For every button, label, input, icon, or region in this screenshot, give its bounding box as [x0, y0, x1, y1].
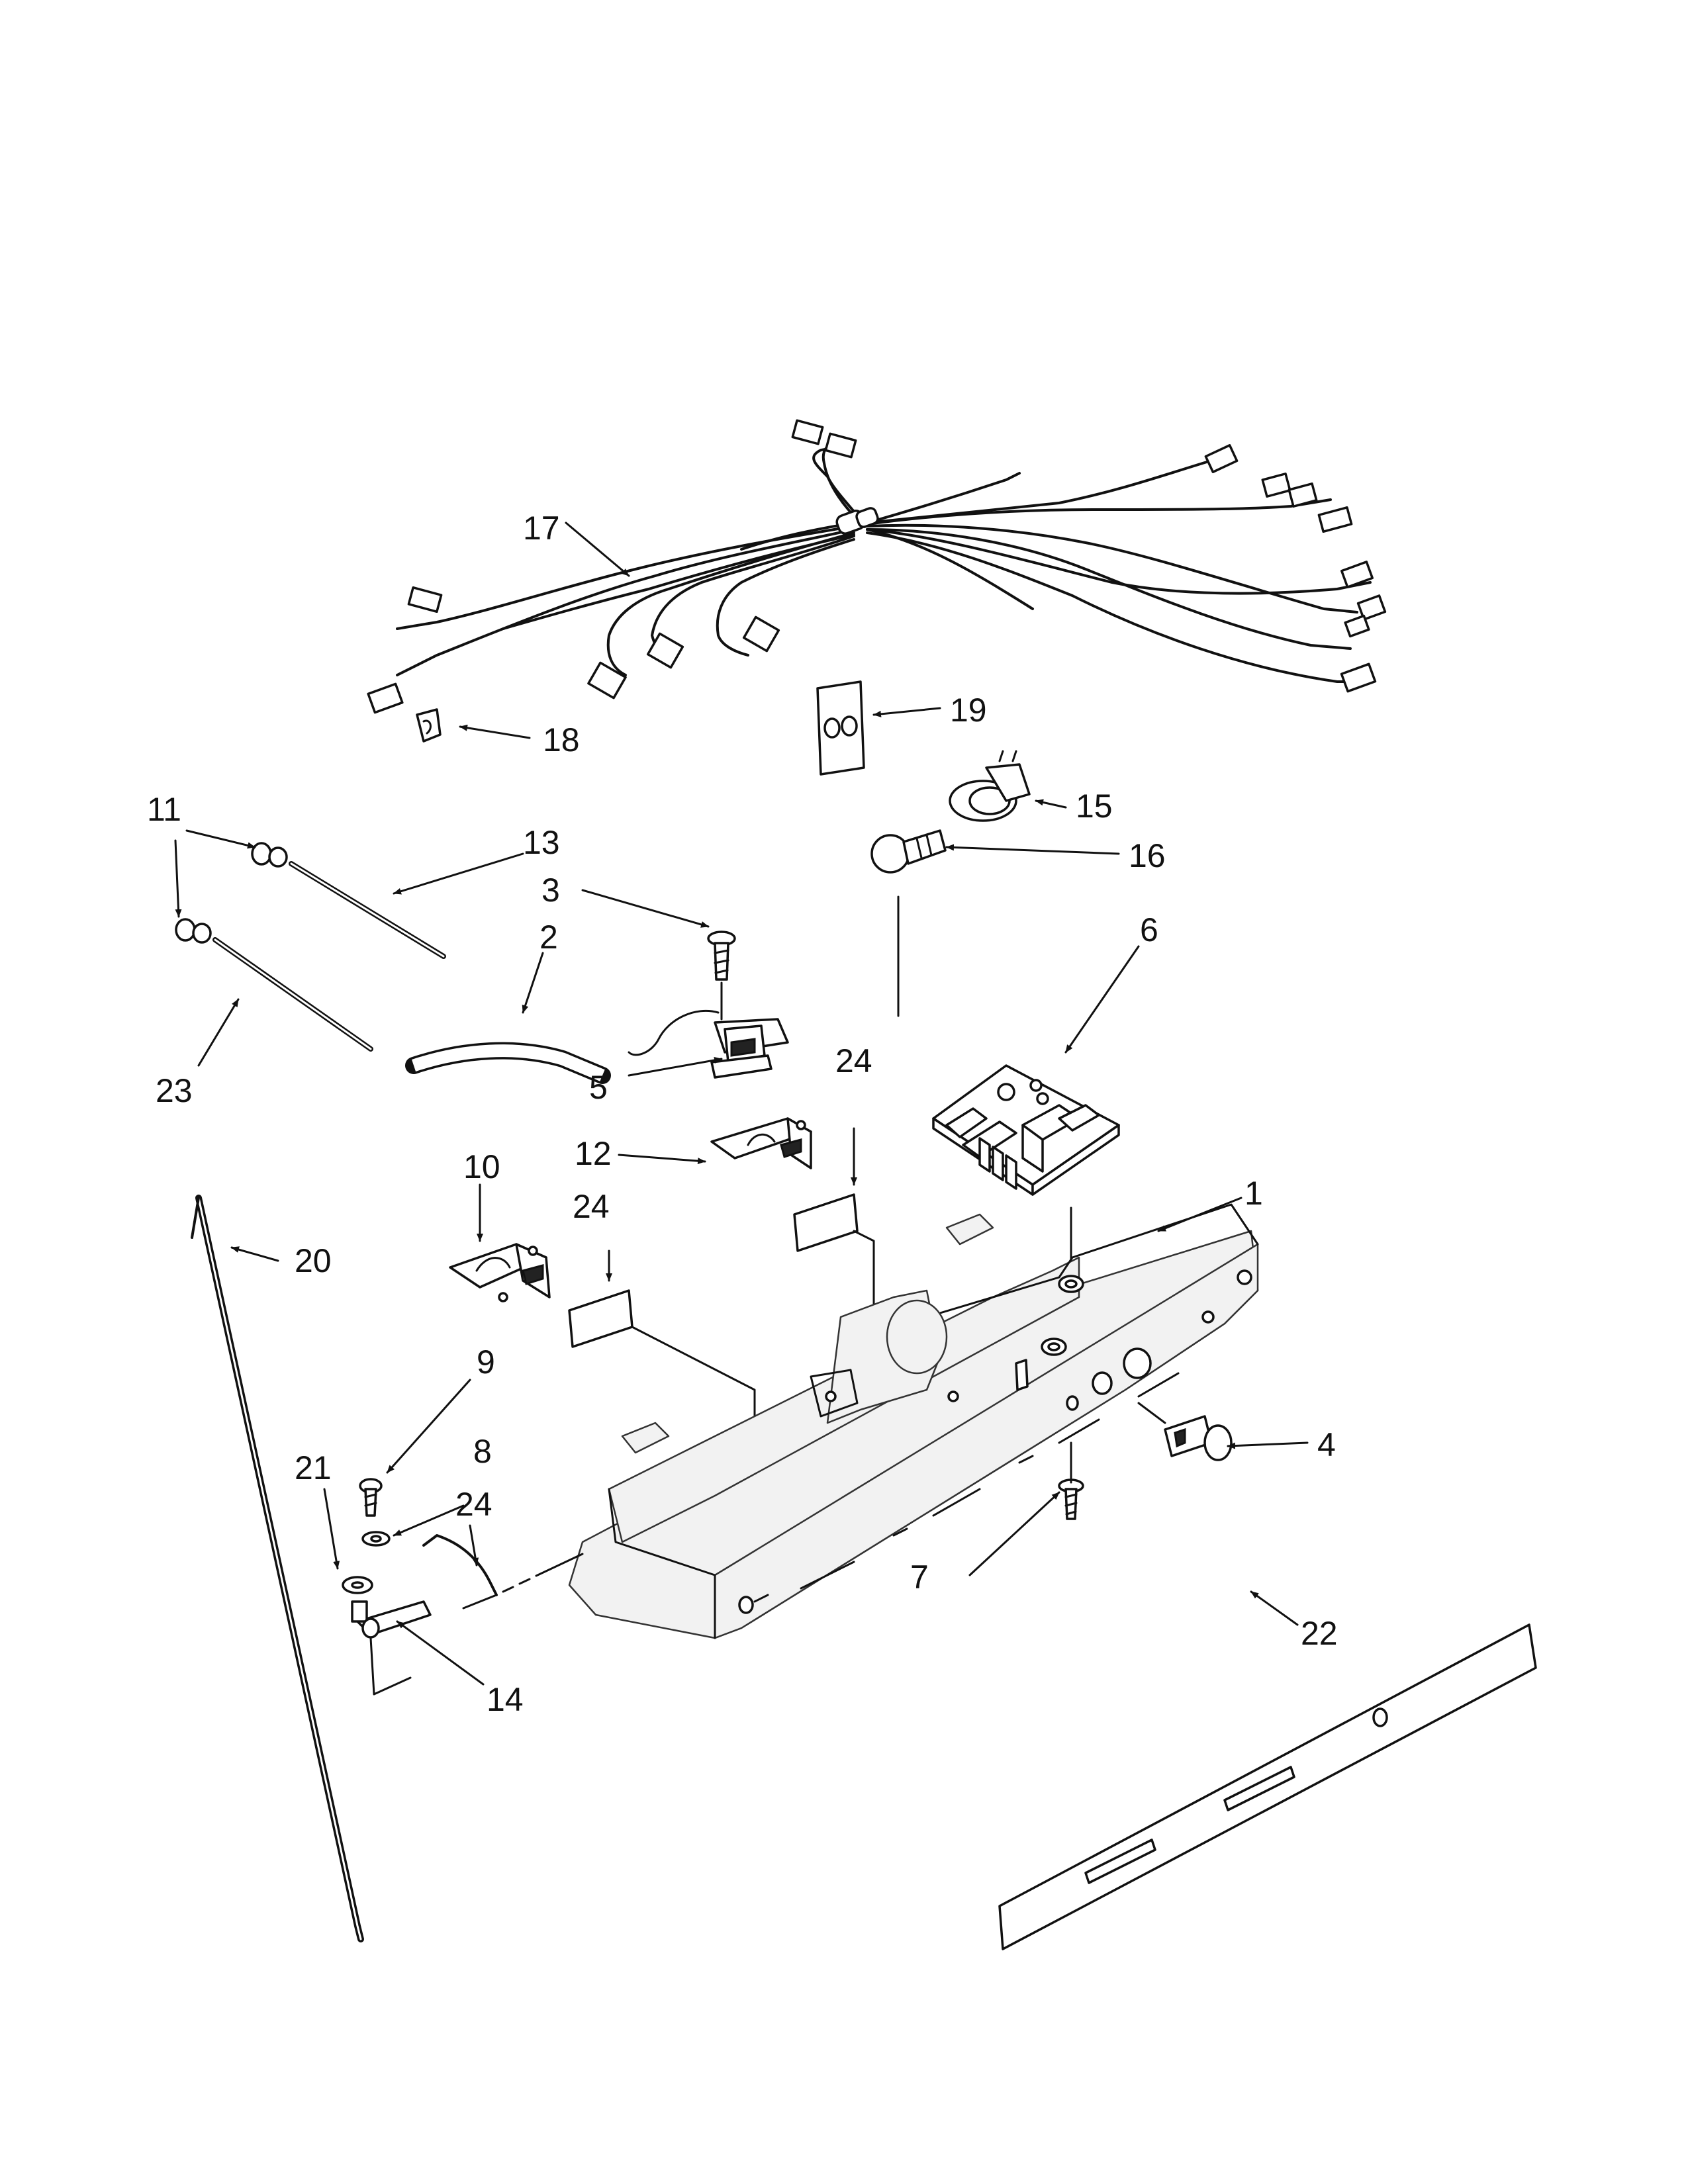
part-11-nuts [175, 842, 288, 944]
callout-12: 12 [575, 1135, 612, 1172]
part-3-screw [707, 931, 736, 981]
part-20-rod [191, 1195, 364, 1942]
callout-10: 10 [463, 1148, 500, 1185]
callout-14: 14 [487, 1681, 524, 1718]
part-24-label-upper [793, 1193, 859, 1252]
part-1-control-housing [568, 1203, 1259, 1639]
part-21-washer [342, 1576, 373, 1594]
callout-9: 9 [477, 1343, 495, 1381]
leader-lines [174, 522, 1309, 1686]
callout-21: 21 [295, 1449, 332, 1486]
part-16-light-bulb [870, 829, 947, 874]
part-22-panel [998, 1623, 1537, 1950]
part-4-knob [1137, 1402, 1233, 1461]
part-19-grommet-plate [816, 680, 865, 776]
callout-22: 22 [1301, 1615, 1338, 1652]
part-18-clip [416, 708, 442, 743]
callout-19: 19 [950, 692, 987, 729]
part-14-bracket [351, 1600, 432, 1639]
callout-2: 2 [539, 919, 558, 956]
callout-8: 8 [473, 1433, 492, 1470]
part-23-tube [212, 937, 373, 1052]
part-9-screw [359, 1478, 383, 1517]
callout-24-upper: 24 [835, 1042, 872, 1079]
part-7-screw [1058, 1479, 1084, 1520]
part-6-control-board [932, 1064, 1120, 1196]
part-2-hose [405, 1042, 611, 1084]
callout-20: 20 [295, 1242, 332, 1279]
callout-17: 17 [523, 510, 560, 547]
callout-6: 6 [1140, 911, 1158, 948]
callout-11: 11 [147, 791, 181, 828]
callout-23: 23 [156, 1072, 193, 1109]
part-8-washer [361, 1531, 391, 1547]
callout-labels: 17 18 19 15 16 11 13 3 2 23 5 6 24 12 10… [147, 510, 1338, 1718]
callout-16: 16 [1129, 837, 1166, 874]
callout-5: 5 [589, 1069, 608, 1106]
part-12-switch-bracket [710, 1117, 812, 1169]
part-5-switch [628, 1009, 789, 1079]
callout-18: 18 [543, 721, 580, 758]
callout-13: 13 [523, 824, 560, 861]
harness-connectors [367, 419, 1387, 714]
part-15-light-socket [949, 750, 1031, 822]
callout-4: 4 [1317, 1426, 1336, 1463]
part-13-tube [289, 861, 446, 959]
callout-7: 7 [910, 1559, 929, 1596]
wire-harness [367, 419, 1387, 714]
callout-15: 15 [1076, 788, 1113, 825]
part-10-switch-bracket [449, 1243, 551, 1302]
part-24-label-lower [568, 1289, 633, 1348]
callout-25: 24 [455, 1486, 492, 1523]
part-25-wire [422, 1534, 498, 1596]
callout-1: 1 [1244, 1175, 1263, 1212]
callout-24-lower: 24 [573, 1188, 610, 1225]
callout-3: 3 [541, 872, 560, 909]
